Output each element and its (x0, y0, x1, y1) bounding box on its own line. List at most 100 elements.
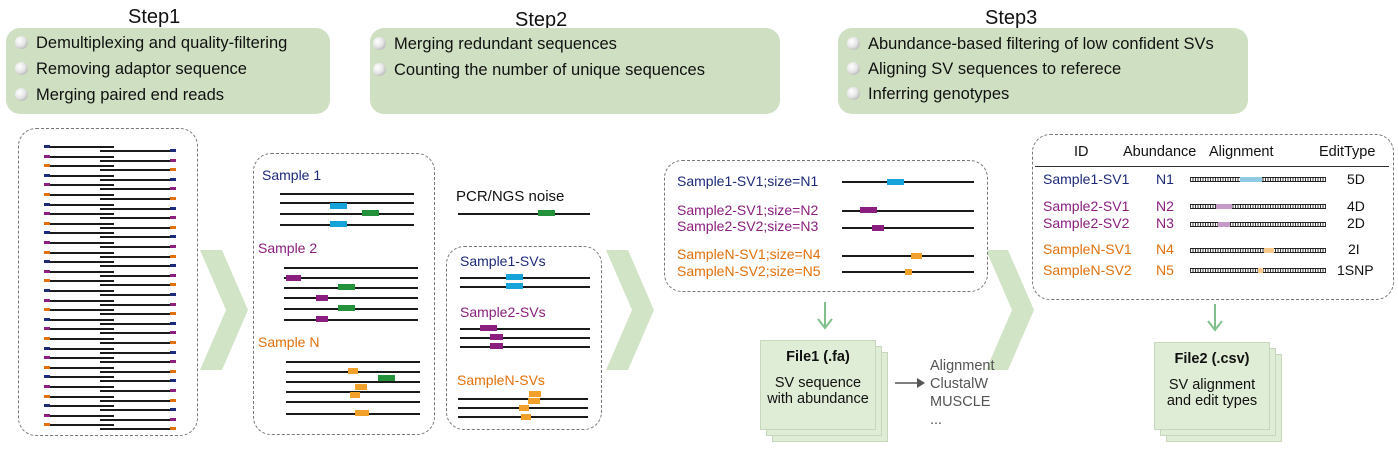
sv-line (460, 328, 590, 330)
sample-1-label: Sample 1 (262, 167, 322, 183)
barcode-mark (44, 155, 50, 158)
tool-item: ... (930, 412, 943, 428)
header-id: ID (1074, 144, 1089, 160)
read-left (44, 165, 114, 167)
alignment-mark (1258, 268, 1263, 273)
read-left (44, 376, 114, 378)
noise-mark (338, 284, 355, 290)
file1-title: File1 (.fa) (786, 349, 850, 365)
barcode-mark (44, 308, 50, 311)
alignment-tools: Alignment ClustalW MUSCLE ... (930, 357, 994, 429)
read-right (100, 150, 176, 152)
chevron-arrow-icon (200, 250, 248, 370)
noise-label: PCR/NGS noise (456, 188, 565, 205)
sv-mark (355, 410, 369, 416)
barcode-mark (170, 178, 176, 181)
barcode-mark (170, 159, 176, 162)
read-line (284, 277, 418, 279)
barcode-mark (44, 212, 50, 215)
read-line (286, 413, 420, 415)
step1-item-2: Removing adaptor sequence (15, 60, 247, 79)
barcode-mark (44, 241, 50, 244)
alignment-mark (1218, 222, 1230, 227)
alignment-track (1190, 222, 1326, 227)
read-left (44, 424, 114, 426)
read-left (44, 223, 114, 225)
read-right (100, 323, 176, 325)
barcode-mark (170, 427, 176, 430)
barcode-mark (170, 312, 176, 315)
barcode-mark (44, 164, 50, 167)
chevron-arrow-icon (986, 250, 1034, 370)
read-right (100, 275, 176, 277)
barcode-mark (44, 193, 50, 196)
chevron-arrow-icon (606, 250, 654, 370)
sv-mark (506, 274, 523, 280)
file2-card: File2 (.csv) SV alignment and edit types (1154, 342, 1270, 430)
read-left (44, 319, 114, 321)
read-left (44, 396, 114, 398)
read-line (286, 401, 420, 403)
barcode-mark (170, 283, 176, 286)
read-left (44, 175, 114, 177)
barcode-mark (44, 251, 50, 254)
header-alignment: Alignment (1209, 144, 1274, 160)
read-line (284, 267, 418, 269)
barcode-mark (170, 389, 176, 392)
step3-item-3: Inferring genotypes (847, 85, 1009, 104)
bullet-icon (847, 62, 860, 75)
barcode-mark (44, 327, 50, 330)
row-edittype: 4D (1347, 198, 1365, 214)
row-edittype: 2I (1348, 241, 1360, 257)
row-id: SampleN-SV1 (1043, 241, 1132, 257)
barcode-mark (44, 395, 50, 398)
row-id: SampleN-SV2 (1043, 262, 1132, 278)
read-left (44, 367, 114, 369)
barcode-mark (44, 347, 50, 350)
file2-title: File2 (.csv) (1174, 351, 1250, 367)
sv-mark (330, 203, 347, 209)
read-right (100, 390, 176, 392)
barcode-mark (170, 216, 176, 219)
sv-list-label-1: Sample1-SV1;size=N1 (677, 173, 819, 189)
sv-list-label-4: SampleN-SV1;size=N4 (677, 246, 821, 262)
sv-line (460, 286, 590, 288)
sample-n-label: Sample N (258, 334, 320, 350)
samples-panel (253, 153, 435, 435)
alignment-track (1190, 204, 1326, 209)
row-edittype: 5D (1347, 171, 1365, 187)
barcode-mark (44, 289, 50, 292)
barcode-mark (170, 274, 176, 277)
barcode-mark (44, 145, 50, 148)
read-right (100, 265, 176, 267)
barcode-mark (170, 245, 176, 248)
bullet-icon (847, 87, 860, 100)
read-left (44, 386, 114, 388)
read-right (100, 313, 176, 315)
bullet-icon (15, 62, 28, 75)
noise-mark (362, 210, 379, 216)
step3-item-1: Abundance-based filtering of low confide… (847, 35, 1214, 54)
bullet-icon (847, 37, 860, 50)
read-right (100, 236, 176, 238)
read-left (44, 232, 114, 234)
read-line (280, 224, 414, 226)
barcode-mark (44, 318, 50, 321)
alignment-mark (1240, 177, 1262, 182)
barcode-mark (170, 264, 176, 267)
sv-mark (506, 283, 523, 289)
read-right (100, 208, 176, 210)
read-left (44, 290, 114, 292)
barcode-mark (170, 379, 176, 382)
barcode-mark (170, 197, 176, 200)
sample-2-label: Sample 2 (258, 240, 318, 256)
sample2-svs-label: Sample2-SVs (460, 304, 546, 320)
read-line (284, 297, 418, 299)
barcode-mark (44, 174, 50, 177)
barcode-mark (44, 299, 50, 302)
sv-mark (286, 275, 301, 281)
barcode-mark (170, 293, 176, 296)
sv-mark (316, 316, 328, 322)
sv-mark (490, 343, 503, 349)
step1-title: Step1 (128, 6, 181, 28)
